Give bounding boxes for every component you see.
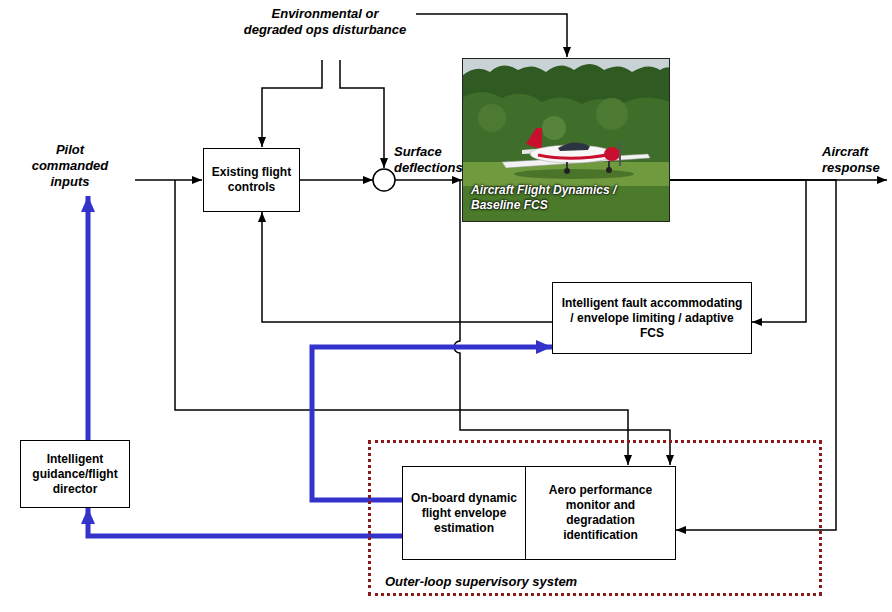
node-text: Intelligent guidance/flight director xyxy=(27,452,123,497)
process-box: Existing flight controls xyxy=(203,148,300,212)
process-box: Intelligent fault accommodating / envelo… xyxy=(552,282,752,354)
disturbance-wire xyxy=(340,60,384,168)
summing-circle xyxy=(373,169,395,191)
node-text: Aero performance monitor and degradation… xyxy=(532,483,669,543)
disturbance-wire xyxy=(262,60,322,147)
guidance-wire xyxy=(86,196,91,440)
signal-label: Surface deflections xyxy=(394,144,466,176)
disturbance-wire xyxy=(416,14,567,57)
aircraft-dynamics-box: Aircraft Flight Dynamics / Baseline FCS xyxy=(462,58,670,222)
pilot-input-wire xyxy=(135,179,202,181)
disturbance-label: Environmental or degraded ops disturbanc… xyxy=(242,6,408,38)
signal-label: Pilot commanded inputs xyxy=(30,142,110,190)
region-title: Outer-loop supervisory system xyxy=(385,574,577,590)
arrow-head xyxy=(363,176,373,184)
supervisory-connector xyxy=(88,508,402,536)
node-text: Intelligent fault accommodating / envelo… xyxy=(559,296,745,341)
aircraft-photo xyxy=(462,58,670,222)
process-box: Aero performance monitor and degradation… xyxy=(525,466,676,560)
node-text: Existing flight controls xyxy=(210,165,293,195)
node-text: On-board dynamic flight envelope estimat… xyxy=(409,491,519,536)
node-text: Aircraft Flight Dynamics / Baseline FCS xyxy=(471,183,631,213)
signal-label: Aircraft response xyxy=(822,144,888,176)
response-connector xyxy=(670,180,836,530)
feedback-connector xyxy=(262,212,552,322)
process-box: On-board dynamic flight envelope estimat… xyxy=(402,466,526,560)
supervisory-region: Outer-loop supervisory system On-board dy… xyxy=(368,440,822,596)
process-box: Intelligent guidance/flight director xyxy=(20,440,130,508)
